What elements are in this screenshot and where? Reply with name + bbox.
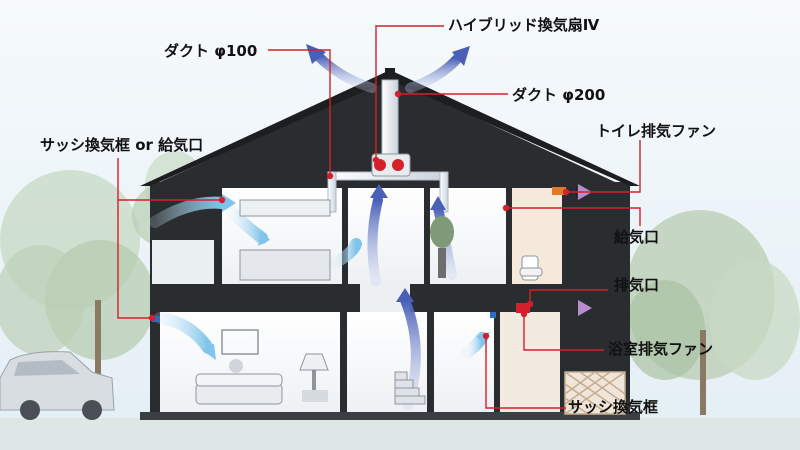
lower-right-room	[434, 312, 494, 412]
garden-fence	[564, 371, 626, 415]
sash-frame-marker	[152, 316, 160, 322]
wall-picture	[221, 329, 259, 355]
roof-exhaust-arrowhead-left	[306, 44, 326, 64]
arrowhead	[578, 300, 592, 316]
roof-exhaust-arrowhead-right	[452, 46, 470, 66]
car-icon	[0, 351, 115, 420]
supply-port-label: 給気口	[614, 228, 660, 246]
stairs-icon	[394, 371, 426, 405]
duct-100-label: ダクト φ100	[164, 42, 258, 60]
arrowhead	[258, 230, 270, 246]
sofa-icon	[195, 359, 283, 405]
supply-air-arrows	[149, 196, 488, 358]
exhaust-port-label: 排気口	[614, 276, 660, 294]
arrowhead	[430, 196, 446, 210]
tree-icon	[625, 210, 800, 415]
bathroom	[500, 312, 560, 412]
leader-lines	[117, 25, 641, 409]
sash-frame-marker	[490, 312, 496, 318]
arrowhead	[396, 288, 414, 302]
sash-frame-or-supply-label: サッシ換気框 or 給気口	[40, 136, 204, 154]
arrowhead	[222, 194, 236, 212]
tree-icon	[0, 170, 155, 410]
roof-exhaust-arrows	[313, 51, 463, 93]
toilet-fan-label: トイレ排気ファン	[596, 122, 717, 140]
bathroom-fan-unit	[516, 303, 530, 313]
bathroom-fan-label: 浴室排気ファン	[608, 340, 714, 358]
toilet-fan-vent	[552, 187, 566, 195]
sash-frame-label: サッシ換気框	[568, 398, 659, 416]
plant-icon	[430, 216, 454, 278]
fan-unit-icon	[371, 153, 411, 177]
toilet-icon	[519, 255, 543, 281]
balcony	[152, 240, 214, 284]
upper-center-room	[348, 188, 424, 284]
kitchen-icon	[239, 199, 331, 281]
arrowhead	[370, 184, 388, 198]
table-lamp-icon	[299, 353, 329, 402]
ground-strip	[0, 418, 800, 450]
arrowhead	[202, 344, 216, 360]
duct-200-label: ダクト φ200	[512, 86, 606, 104]
hybrid-fan-label: ハイブリッド換気扇Ⅳ	[448, 16, 600, 34]
